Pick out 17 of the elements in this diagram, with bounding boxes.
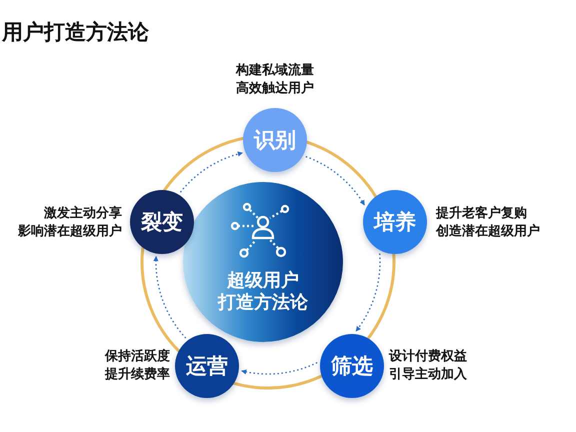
arrow [180, 152, 243, 193]
stage-label: 识别 [254, 128, 296, 152]
arrow [241, 362, 318, 375]
stage-description: 激发主动分享影响潜在超级用户 [18, 205, 122, 241]
arrow [355, 254, 381, 332]
stage-description: 保持活跃度提升续费率 [105, 348, 170, 384]
stage-label: 运营 [186, 354, 228, 378]
arrow [306, 156, 365, 206]
stage-description: 提升老客户复购创造潜在超级用户 [436, 205, 540, 241]
stage-label: 裂变 [141, 210, 183, 234]
hub-label: 超级用户打造方法论 [218, 270, 308, 314]
arrow [154, 256, 186, 339]
stage-description: 构建私域流量高效触达用户 [236, 62, 314, 98]
stage-label: 筛选 [331, 354, 373, 378]
stage-description: 设计付费权益引导主动加入 [389, 348, 467, 384]
stage-label: 培养 [374, 210, 416, 234]
title: 用户打造方法论 [2, 19, 149, 46]
